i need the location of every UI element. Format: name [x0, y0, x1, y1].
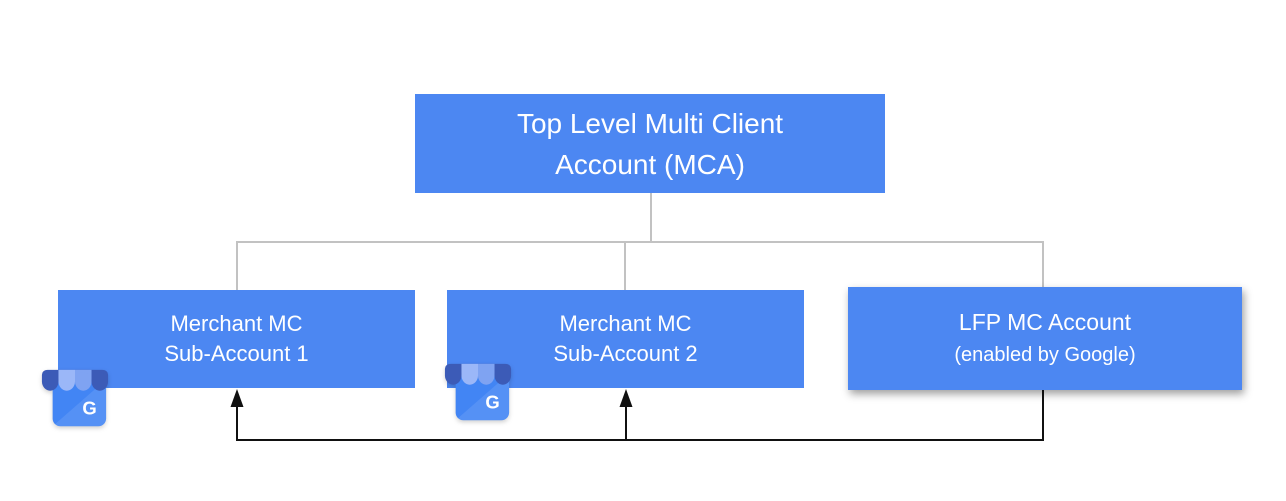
storefront-body	[52, 379, 107, 427]
awning-scallop	[58, 372, 75, 391]
node-label-line2: (enabled by Google)	[954, 343, 1136, 366]
icon-letter-g: G	[82, 398, 96, 419]
awning-scallop	[444, 366, 462, 385]
arrowheads	[230, 389, 633, 407]
tree-connector-lines	[236, 193, 1044, 290]
arrow-path-main	[236, 390, 1044, 441]
storefront-body	[455, 373, 510, 421]
node-merchant-sub-account-1: Merchant MC Sub-Account 1	[58, 290, 415, 388]
icon-letter-g: G	[485, 392, 499, 413]
awning-scallop	[91, 372, 109, 391]
node-lfp-mc-account: LFP MC Account (enabled by Google)	[848, 287, 1242, 390]
awning-scallop	[478, 366, 495, 385]
awning-scallop	[75, 372, 92, 391]
node-label-line2: Sub-Account 2	[553, 341, 698, 366]
google-business-profile-icon: G	[41, 369, 109, 427]
node-top-level-mca: Top Level Multi Client Account (MCA)	[415, 94, 885, 193]
arrowhead-up-icon	[619, 389, 633, 407]
node-label-line1: Merchant MC	[170, 311, 303, 336]
node-label-line2: Sub-Account 1	[164, 341, 309, 366]
arrowhead-up-icon	[230, 389, 244, 407]
feed-arrow-lines	[236, 390, 1044, 441]
google-business-profile-icon: G	[444, 363, 512, 421]
awning-scallop	[494, 366, 512, 385]
awning-scallop	[461, 366, 478, 385]
node-label-line1: Merchant MC	[559, 311, 692, 336]
node-label-line2: Account (MCA)	[555, 148, 745, 180]
node-merchant-sub-account-2: Merchant MC Sub-Account 2	[447, 290, 804, 388]
storefront-body-sheen	[455, 373, 510, 421]
node-label-line1: Top Level Multi Client	[516, 107, 784, 139]
node-label-line1: LFP MC Account	[958, 308, 1132, 335]
awning-scallop	[41, 372, 59, 391]
